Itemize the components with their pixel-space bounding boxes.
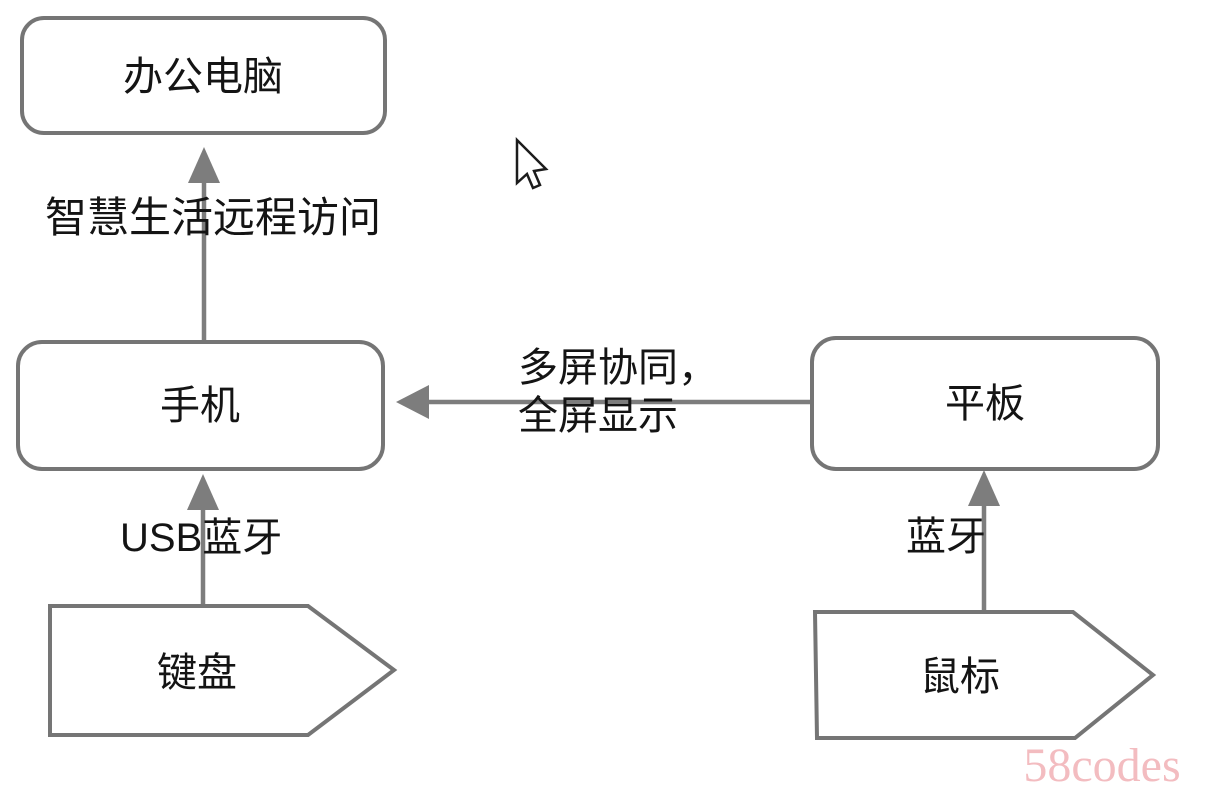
node-phone-shape [16,340,385,471]
watermark: 58codes [1023,739,1180,792]
node-mouse-label: 鼠标 [920,655,1000,699]
edge-label-remote-access: 智慧生活远程访问 [45,194,381,241]
edge-phone-to-pc-arrowhead [188,147,220,183]
edge-label-usb-bluetooth: USB蓝牙 [120,516,282,560]
node-tablet-label: 平板 [945,382,1025,426]
node-phone-label: 手机 [160,384,240,428]
mouse-cursor-icon [515,136,549,190]
edge-label-multiscreen-line1: 多屏协同， [518,346,718,390]
node-office-pc-label: 办公电脑 [123,55,283,99]
node-mouse-shape [812,610,1157,740]
node-tablet-shape [810,336,1160,471]
node-keyboard-label: 键盘 [157,651,237,695]
edge-mouse-to-tablet-arrowhead [968,470,1000,506]
edge-keyboard-to-phone-arrowhead [187,474,219,510]
edge-tablet-to-phone-arrowhead [396,385,429,419]
node-keyboard-shape [48,604,398,737]
node-office-pc-shape [20,16,387,135]
edge-label-bluetooth: 蓝牙 [906,515,986,559]
edge-label-multiscreen-line2: 全屏显示 [518,394,678,438]
